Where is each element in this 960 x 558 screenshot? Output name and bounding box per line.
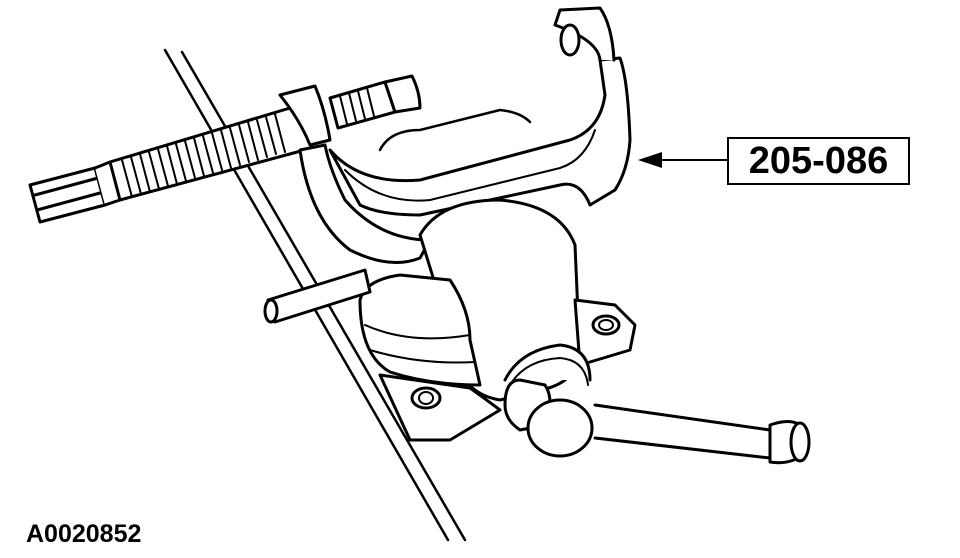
tool-number-label: 205-086 <box>748 139 889 182</box>
figure-id-label: A0020852 <box>26 520 142 548</box>
forcing-screw <box>28 74 422 224</box>
tool-number-callout: 205-086 <box>727 137 910 185</box>
puller-yoke <box>278 6 632 264</box>
callout-arrow <box>638 152 728 168</box>
vise-handle <box>503 343 811 465</box>
t-handle-pin <box>263 268 372 324</box>
